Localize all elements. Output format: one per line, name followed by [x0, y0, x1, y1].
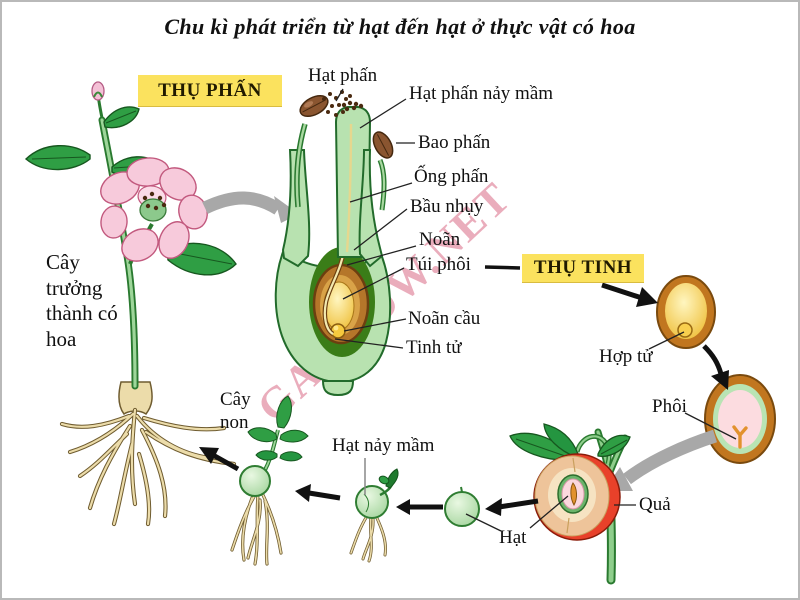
- label-seed: Hạt: [499, 527, 527, 548]
- label-sperm: Tinh tử: [406, 337, 462, 358]
- label-young-plant: Cây non: [220, 389, 251, 434]
- label-egg-cell: Noãn cầu: [408, 308, 481, 329]
- label-pollen-tube: Ống phấn: [414, 166, 489, 187]
- young-plant-illustration: [230, 395, 309, 566]
- flower: [100, 157, 208, 262]
- fertilization-badge: THỤ TINH: [522, 254, 644, 282]
- label-pollen-germinating: Hạt phấn nảy mầm: [409, 83, 554, 104]
- label-anther: Bao phấn: [418, 132, 491, 153]
- label-seed-germinating: Hạt nảy mầm: [332, 435, 435, 456]
- mature-plant-illustration: [24, 81, 237, 527]
- label-mature-plant: Cây trưởng thành có hoa: [46, 250, 118, 351]
- fruit-illustration: [509, 423, 631, 585]
- pollen-grains: [322, 90, 364, 117]
- cycle-arrows: [199, 282, 729, 516]
- label-fruit: Quả: [639, 494, 671, 515]
- label-embryo: Phôi: [652, 396, 687, 417]
- label-zygote: Hợp tử: [599, 346, 653, 367]
- leader-lines: [334, 88, 737, 532]
- seed-illustration: [444, 486, 480, 527]
- germinating-seed-illustration: [349, 468, 399, 563]
- label-embryo-sac: Túi phôi: [406, 254, 471, 275]
- pistil-illustration: [274, 90, 394, 397]
- arrow-flower-to-pistil: [202, 191, 299, 223]
- zygote-illustration: [656, 275, 716, 349]
- label-pollen: Hạt phấn: [308, 65, 378, 86]
- pollination-badge: THỤ PHẤN: [138, 75, 282, 106]
- label-ovule: Noãn: [419, 229, 461, 250]
- embryo-illustration: [704, 374, 776, 464]
- diagram-title: Chu kì phát triển từ hạt đến hạt ở thực …: [164, 14, 636, 39]
- label-ovary: Bầu nhụy: [410, 196, 484, 217]
